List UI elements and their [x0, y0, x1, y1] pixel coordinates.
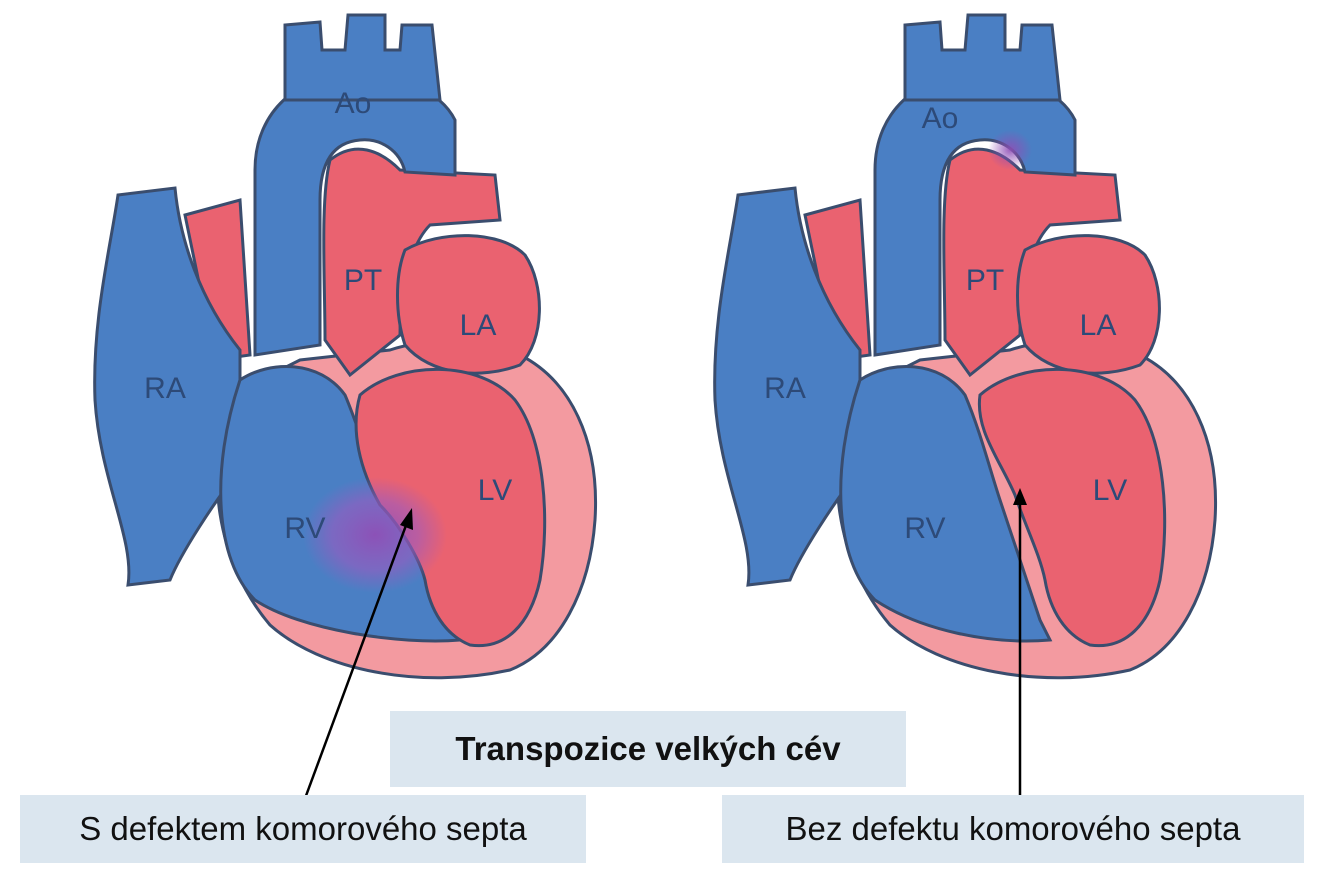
heart-with-vsd: Ao PT LA RA RV LV [95, 15, 596, 678]
label-ao: Ao [922, 102, 959, 135]
label-rv: RV [904, 512, 945, 545]
label-la: LA [1080, 309, 1117, 342]
left-atrium [1018, 236, 1160, 374]
label-pt: PT [344, 264, 382, 297]
label-lv: LV [1093, 474, 1127, 507]
ductus-mixing-zone [988, 130, 1032, 170]
heart-without-vsd: Ao PT LA RA RV LV [715, 15, 1216, 678]
diagram-title: Transpozice velkých cév [390, 711, 906, 787]
label-lv: LV [478, 474, 512, 507]
label-la: LA [460, 309, 497, 342]
left-caption: S defektem komorového septa [20, 795, 586, 863]
aortic-branches [905, 15, 1060, 100]
label-pt: PT [966, 264, 1004, 297]
label-ra: RA [144, 372, 186, 405]
label-rv: RV [284, 512, 325, 545]
left-atrium [398, 236, 540, 374]
right-caption: Bez defektu komorového septa [722, 795, 1304, 863]
label-ao: Ao [335, 87, 372, 120]
label-ra: RA [764, 372, 806, 405]
